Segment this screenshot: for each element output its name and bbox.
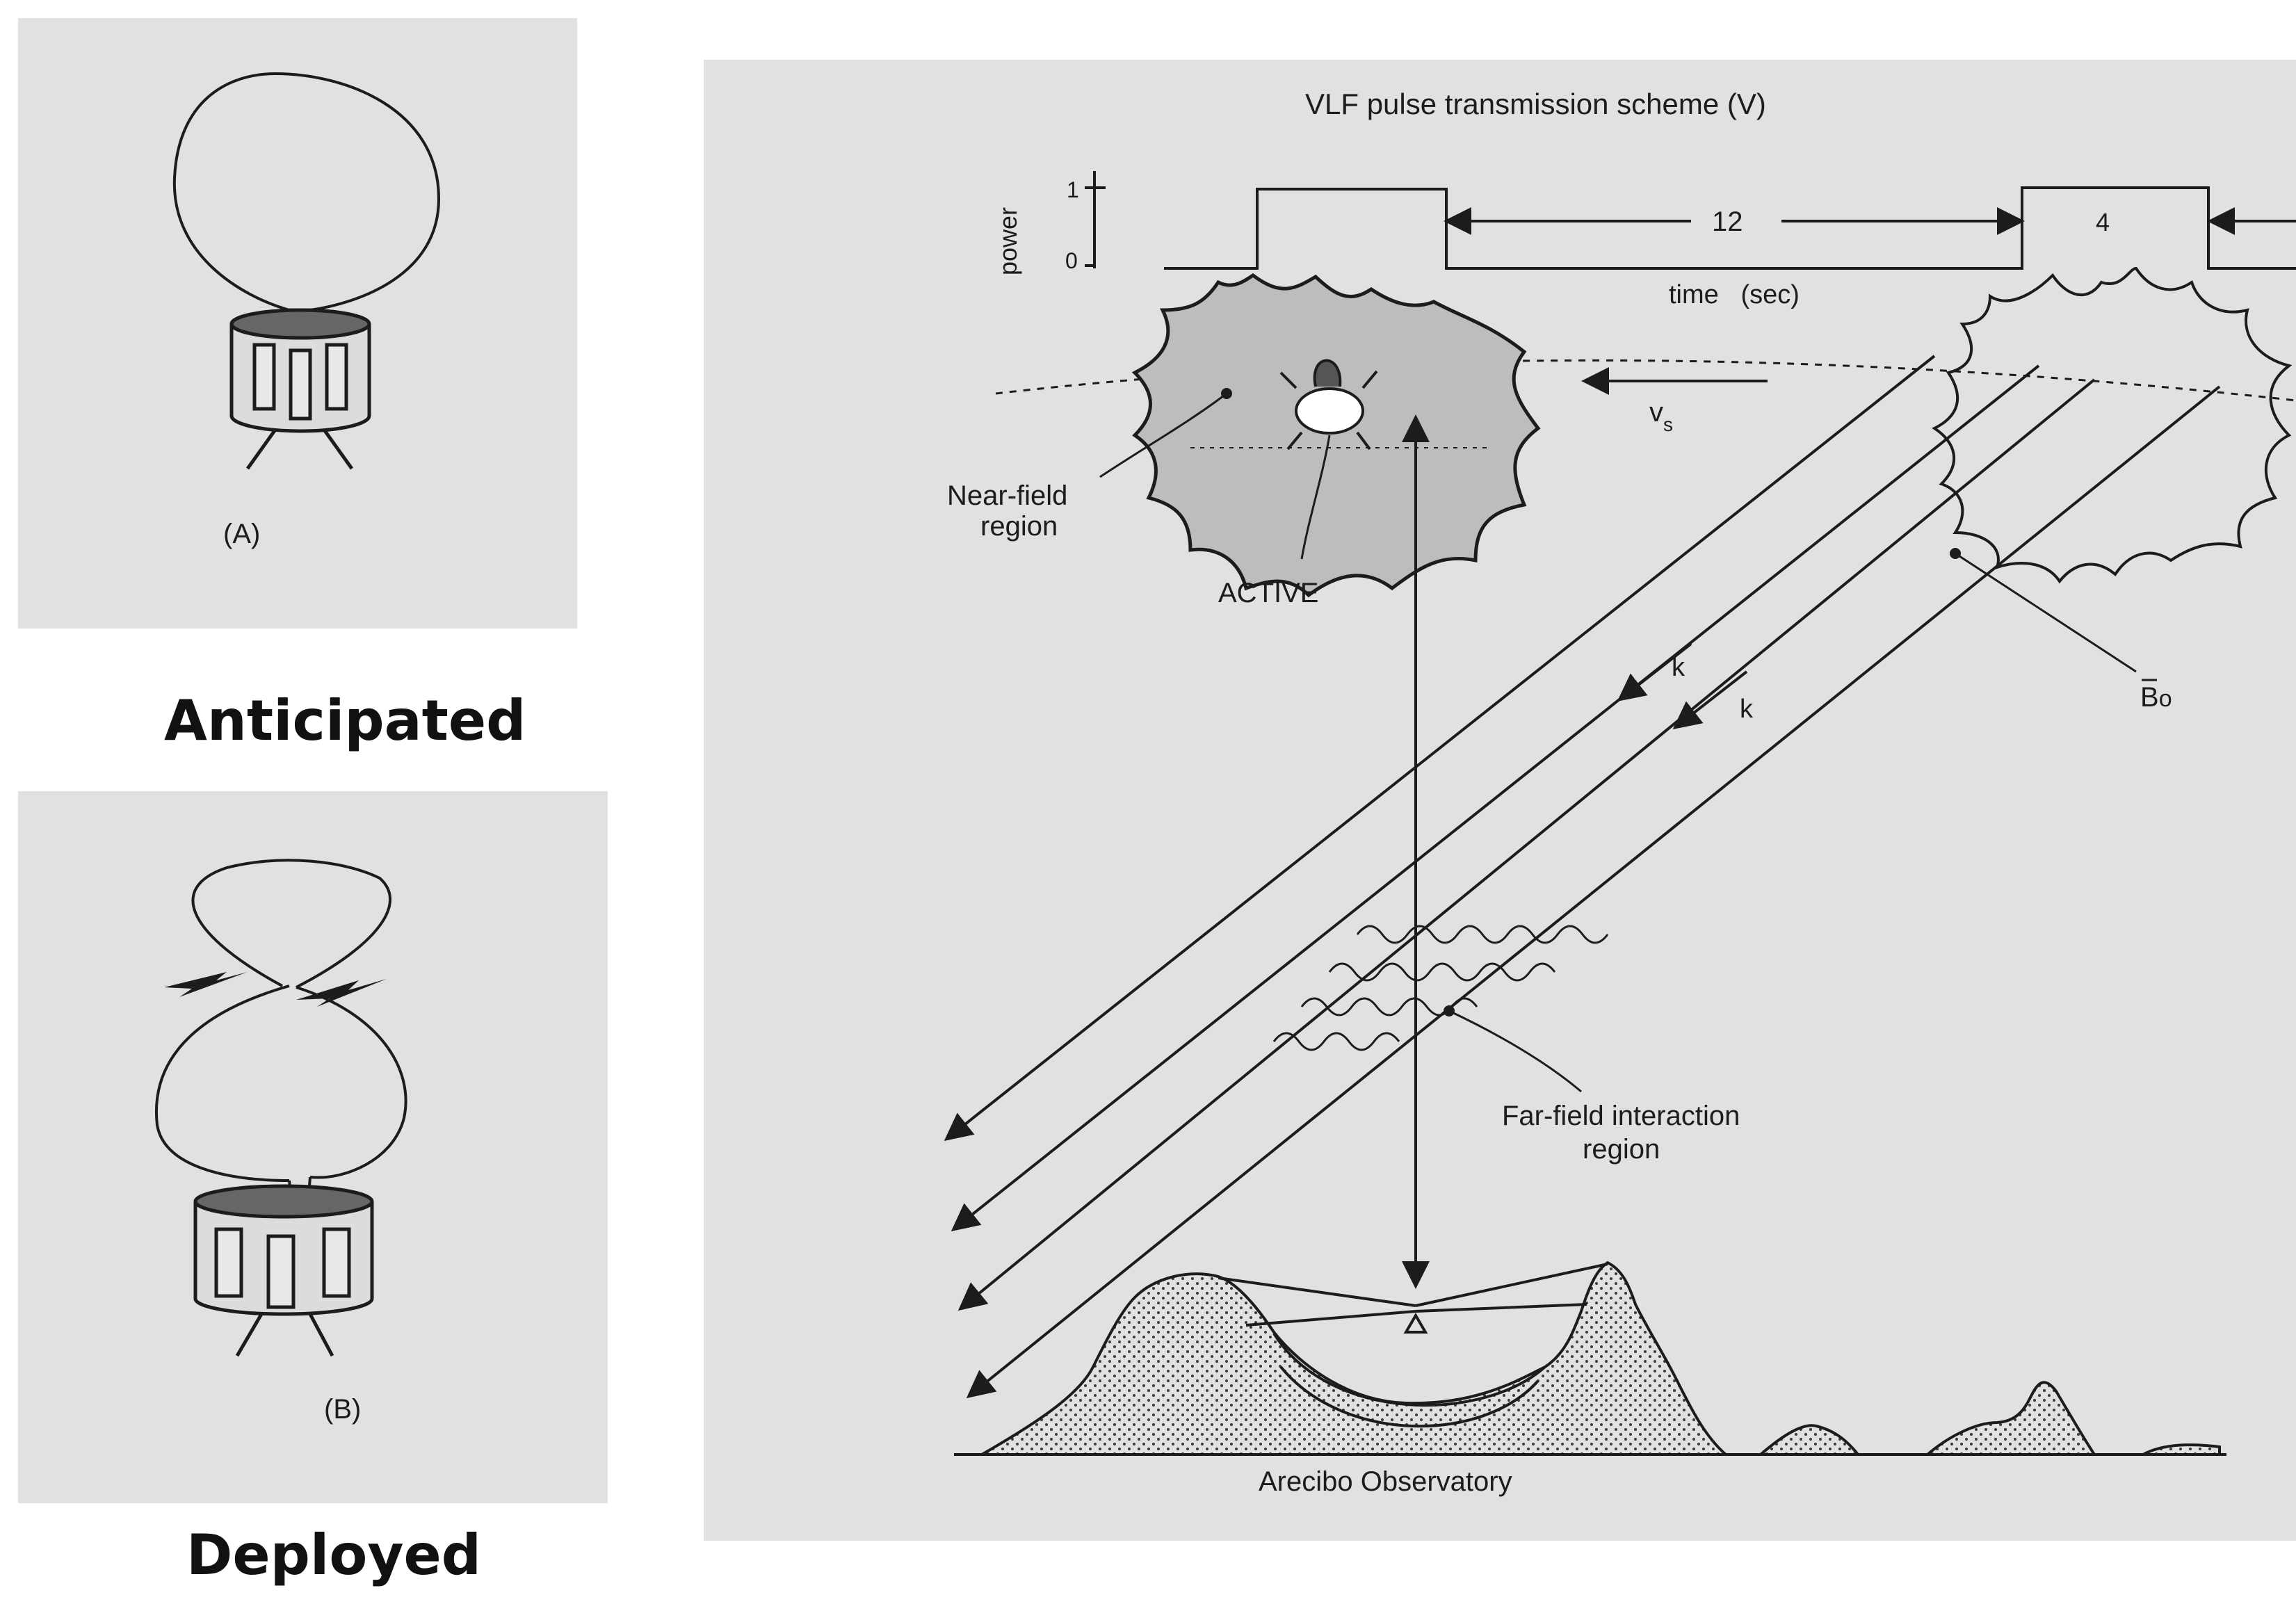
satellite-body — [193, 1184, 374, 1357]
field-subscript: o — [2159, 686, 2172, 712]
wave-vector-label-1: k — [1672, 653, 1685, 682]
anticipated-antenna-drawing: (A) — [172, 72, 441, 549]
field-leader — [1955, 552, 2137, 673]
velocity-symbol: v — [1649, 397, 1663, 428]
velocity-subscript: s — [1663, 414, 1673, 435]
field-lines — [944, 355, 2221, 1399]
observatory-label: Arecibo Observatory — [1259, 1466, 1512, 1497]
panel-a-label: (A) — [223, 519, 260, 549]
near-field-label-line2: region — [980, 511, 1058, 542]
field-line-3 — [957, 378, 2096, 1311]
satellite-body — [229, 308, 371, 470]
wave-vector-arrow-1 — [1617, 642, 1692, 702]
panel-anticipated: (A) — [18, 18, 577, 629]
wave-vector-label-2: k — [1740, 695, 1754, 724]
terrain-right — [1756, 1381, 2221, 1456]
field-symbol: B — [2140, 682, 2159, 713]
active-label: ACTIVE — [1218, 578, 1318, 608]
far-field-label-line1: Far-field interaction — [1502, 1101, 1740, 1131]
caption-deployed: Deployed — [186, 1523, 481, 1587]
far-field-label-line2: region — [1583, 1134, 1660, 1165]
active-leader — [1300, 435, 1331, 560]
far-field-wave-packets — [1272, 925, 1609, 1051]
field-label: Bo — [2140, 682, 2172, 713]
caption-anticipated: Anticipated — [164, 688, 526, 753]
power-tick-low: 0 — [1065, 248, 1078, 273]
terrain-left — [976, 1261, 1730, 1456]
near-field-label-line1: Near-field — [947, 480, 1067, 511]
far-field-leader — [1448, 1010, 1582, 1093]
field-line-4 — [966, 385, 2221, 1399]
field-line-2 — [951, 364, 2040, 1231]
near-field-leader — [1099, 392, 1227, 478]
figure-eight-loop — [155, 859, 407, 1195]
active-satellite — [1279, 359, 1378, 451]
orbit-path — [995, 359, 2296, 402]
interval-on-label: 4 — [2096, 208, 2110, 236]
near-field-cloud — [1131, 273, 1541, 598]
diagram-title: VLF pulse transmission scheme (V) — [1305, 88, 1766, 120]
wave-vector-arrow-2 — [1672, 670, 1748, 729]
interval-off-label: 12 — [1712, 206, 1743, 237]
field-line-1 — [944, 355, 1936, 1141]
panel-vlf-scheme: VLF pulse transmission scheme (V) power … — [704, 60, 2296, 1541]
panel-deployed: (B) — [18, 791, 608, 1503]
deployed-antenna-drawing: (B) — [155, 859, 407, 1425]
power-tick-high: 1 — [1067, 177, 1079, 202]
pulse-train — [1085, 171, 2296, 270]
power-axis-label: power — [994, 207, 1022, 275]
vlf-scheme-diagram: VLF pulse transmission scheme (V) power … — [944, 88, 2296, 1497]
time-axis-label: time (sec) — [1669, 280, 1800, 309]
pulse-cloud-outline — [1932, 266, 2293, 584]
velocity-label: vs — [1649, 397, 1673, 435]
spark-icon — [164, 972, 387, 1007]
arecibo-dish — [1218, 1263, 1608, 1428]
panel-b-label: (B) — [324, 1394, 361, 1425]
antenna-loop — [172, 72, 441, 311]
